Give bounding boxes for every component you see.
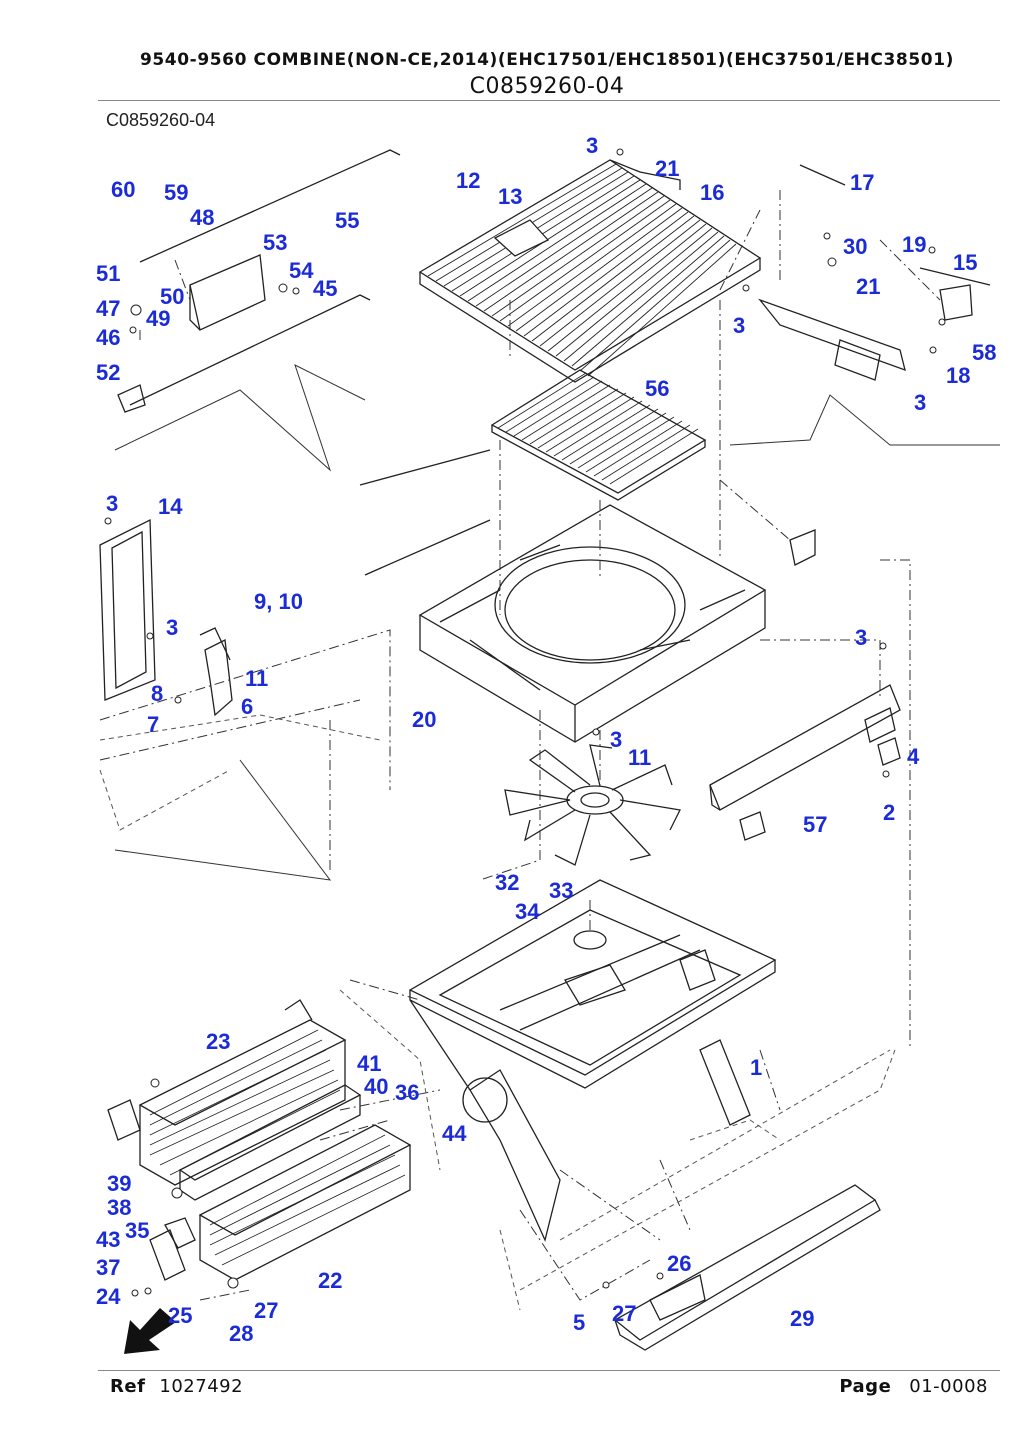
callout-label: 18 (946, 363, 970, 388)
rotary-screen-cover (418, 159, 762, 383)
ref-label: Ref (110, 1376, 146, 1397)
callout-label: 37 (96, 1255, 120, 1280)
callout-label: 44 (442, 1121, 467, 1146)
callout-label: 3 (855, 625, 867, 650)
callout-label: 22 (318, 1268, 342, 1293)
callout-label: 51 (96, 261, 120, 286)
air-duct (613, 1184, 881, 1351)
callout-label: 38 (107, 1195, 131, 1220)
callout-label: 5 (573, 1310, 585, 1335)
callout-label: 2 (883, 800, 895, 825)
callout-label: 49 (146, 306, 170, 331)
callout-label: 11 (628, 745, 651, 770)
callout-label: 47 (96, 296, 120, 321)
footer-page: Page 01-0008 (839, 1376, 988, 1397)
callout-label: 13 (498, 184, 522, 209)
callout-label: 41 (357, 1051, 381, 1076)
callout-label: 54 (289, 258, 314, 283)
fan-shroud (418, 504, 767, 743)
callout-label: 17 (850, 170, 874, 195)
callout-label: 43 (96, 1227, 120, 1252)
ref-number: 1027492 (159, 1376, 244, 1397)
callout-label: 34 (515, 899, 540, 924)
cooling-fan (504, 744, 681, 866)
callout-label: 3 (733, 313, 745, 338)
callout-label: 15 (953, 250, 977, 275)
header-divider (98, 100, 1000, 101)
callout-label: 11 (245, 666, 268, 691)
callout-label: 46 (96, 325, 120, 350)
callout-label: 55 (335, 208, 359, 233)
callout-label: 3 (166, 615, 178, 640)
callout-label: 1 (750, 1055, 762, 1080)
callout-label: 16 (700, 180, 724, 205)
callout-label: 59 (164, 180, 188, 205)
callout-label: 60 (111, 177, 135, 202)
condenser-core (490, 369, 707, 501)
callout-label: 57 (803, 812, 827, 837)
callout-label: 6 (241, 694, 253, 719)
callout-label: 21 (655, 156, 679, 181)
callout-label: 3 (106, 491, 118, 516)
fuel-cooler (198, 1124, 412, 1281)
callout-label: 9, 10 (254, 589, 303, 614)
radiator-mount-frame (408, 879, 777, 1242)
callout-label: 12 (456, 168, 480, 193)
footer-ref: Ref 1027492 (110, 1376, 243, 1397)
callout-label: 19 (902, 232, 926, 257)
callout-label: 7 (147, 712, 159, 737)
callout-label: 21 (856, 274, 880, 299)
callout-label: 14 (158, 494, 183, 519)
callout-label: 28 (229, 1321, 253, 1346)
callout-label: 58 (972, 340, 996, 365)
callout-label: 53 (263, 230, 287, 255)
callout-label: 8 (151, 681, 163, 706)
callout-label: 32 (495, 870, 519, 895)
callout-label: 52 (96, 360, 120, 385)
page-number: 01-0008 (909, 1376, 988, 1397)
callout-label: 45 (313, 276, 337, 301)
callout-label: 56 (645, 376, 669, 401)
callout-label: 3 (586, 133, 598, 158)
cross-beam (709, 684, 901, 811)
callout-label: 3 (610, 727, 622, 752)
charge-air-cooler (107, 999, 347, 1186)
callout-label: 26 (667, 1251, 691, 1276)
callout-label: 33 (549, 878, 573, 903)
callout-label: 3 (914, 390, 926, 415)
callout-label: 40 (364, 1074, 388, 1099)
page-label: Page (839, 1376, 892, 1397)
callout-label: 27 (254, 1298, 278, 1323)
callout-label: 36 (395, 1080, 419, 1105)
page-subtitle: C0859260-04 (469, 74, 625, 99)
callout-label: 48 (190, 205, 214, 230)
drawing-code: C0859260-04 (106, 110, 216, 130)
callout-label: 35 (125, 1218, 149, 1243)
callout-label: 39 (107, 1171, 131, 1196)
callout-label: 23 (206, 1029, 230, 1054)
callout-label: 29 (790, 1306, 814, 1331)
callout-label: 30 (843, 234, 867, 259)
page-title: 9540-9560 COMBINE(NON-CE,2014)(EHC17501/… (139, 50, 955, 70)
callout-label: 27 (612, 1301, 636, 1326)
footer-divider (98, 1370, 1000, 1371)
callout-label: 24 (96, 1284, 121, 1309)
callout-label: 25 (168, 1303, 192, 1328)
callout-label: 4 (907, 744, 920, 769)
callout-label: 20 (412, 707, 436, 732)
front-direction-arrow (124, 1308, 176, 1354)
oil-cooler (178, 1084, 362, 1201)
callout-label: 50 (160, 284, 184, 309)
